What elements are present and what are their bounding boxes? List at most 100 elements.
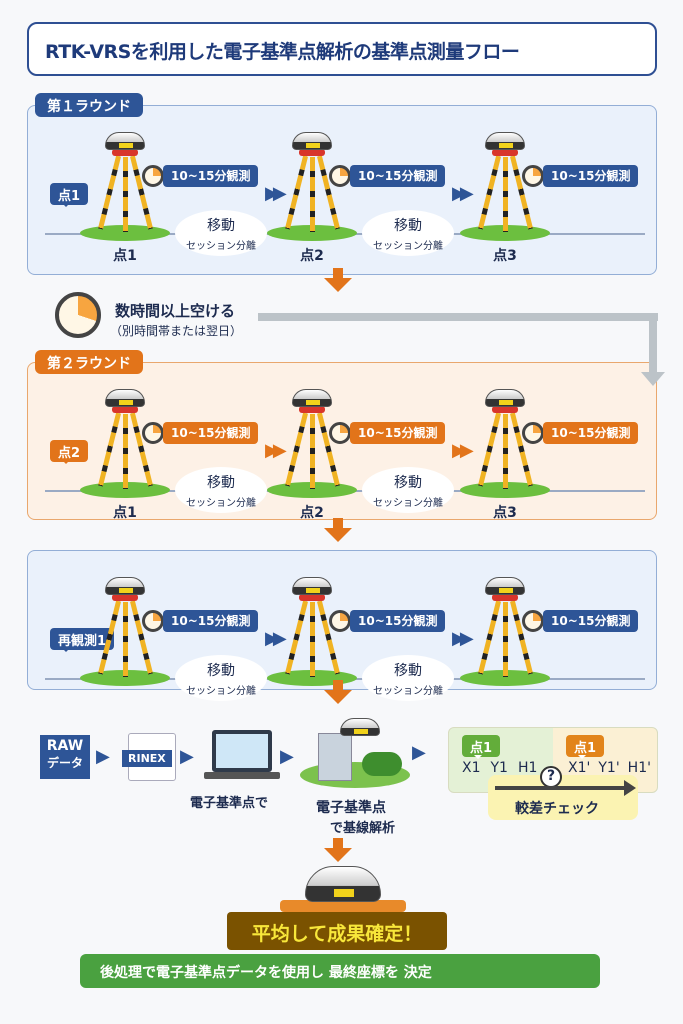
time-badge: 10~15分観測 [350, 422, 446, 444]
stopwatch-icon [142, 422, 164, 444]
tripod-head [492, 406, 518, 413]
point-label: 点2 [300, 248, 324, 264]
move-bubble: 移動セッション分離 [362, 467, 454, 513]
time-badge: 10~15分観測 [350, 610, 446, 632]
interval-text: 数時間以上空ける [115, 302, 236, 320]
tripod-head [299, 406, 325, 413]
question-icon: ? [540, 766, 562, 788]
tripod-head [299, 149, 325, 156]
move-label: 移動 [394, 475, 422, 491]
raw-label: RAW [46, 738, 84, 754]
down-arrow-icon [324, 528, 352, 542]
round-label: 第２ラウンド [35, 350, 143, 374]
session-label: セッション分離 [373, 241, 443, 252]
point-label: 点1 [113, 248, 137, 264]
point-label: 点3 [493, 505, 517, 521]
gnss-antenna-icon [292, 577, 332, 595]
point-label: 点1 [113, 505, 137, 521]
stopwatch-icon [329, 165, 351, 187]
gnss-antenna-icon [485, 389, 525, 407]
stopwatch-icon [522, 610, 544, 632]
arrow-line [495, 786, 625, 790]
stopwatch-icon [329, 422, 351, 444]
time-badge: 10~15分観測 [163, 610, 259, 632]
tripod-head [492, 149, 518, 156]
move-bubble: 移動セッション分離 [175, 655, 267, 701]
laptop-base [204, 772, 280, 779]
point-label: 点2 [300, 505, 324, 521]
clock-icon [55, 292, 101, 338]
bush-icon [362, 752, 402, 776]
arrow-icon: ▶▶ [265, 440, 287, 461]
station-label: 電子基準点 [316, 800, 386, 816]
move-bubble: 移動セッション分離 [175, 210, 267, 256]
tripod-leg [123, 602, 128, 677]
tripod-leg [123, 157, 128, 232]
raw-data-icon: RAW データ [40, 735, 90, 779]
page-title: RTK-VRSを利用した電子基準点解析の基準点測量フロー [27, 22, 657, 76]
gnss-antenna-icon [340, 718, 380, 736]
time-badge: 10~15分観測 [543, 610, 639, 632]
move-bubble: 移動セッション分離 [175, 467, 267, 513]
connector-line [258, 313, 658, 321]
value-y1: Y1 [490, 760, 508, 776]
value-y1-prime: Y1' [598, 760, 620, 776]
gnss-antenna-icon [105, 577, 145, 595]
stopwatch-icon [142, 165, 164, 187]
stopwatch-icon [142, 610, 164, 632]
value-h1: H1 [517, 760, 538, 776]
move-bubble: 移動セッション分離 [362, 655, 454, 701]
laptop-icon [212, 730, 272, 772]
compare-right-tag: 点1 [566, 735, 605, 759]
compare-right-values: X1'Y1'H1' [568, 760, 651, 776]
compare-left-tag: 点1 [462, 735, 501, 759]
time-badge: 10~15分観測 [163, 165, 259, 187]
arrow-icon: ▶ [96, 746, 110, 767]
arrow-icon: ▶ [280, 746, 294, 767]
down-arrow-icon [324, 278, 352, 292]
value-x1: X1 [462, 760, 481, 776]
arrow-icon: ▶ [412, 742, 426, 763]
stopwatch-icon [522, 165, 544, 187]
tripod-leg [503, 414, 508, 489]
time-badge: 10~15分観測 [163, 422, 259, 444]
pc-label: 電子基準点で [190, 796, 269, 811]
down-arrow-icon [324, 848, 352, 862]
interval-subtext: （別時間帯または翌日） [110, 324, 243, 338]
base-plate [280, 900, 406, 912]
raw-label-2: データ [46, 756, 83, 770]
arrow-icon: ▶▶ [452, 440, 474, 461]
gnss-antenna-icon [485, 132, 525, 150]
gnss-antenna-icon [105, 389, 145, 407]
result-footer: 後処理で電子基準点データを使用し 最終座標を 決定 [80, 954, 600, 988]
gnss-antenna-icon [292, 132, 332, 150]
tripod-leg [310, 602, 315, 677]
point-tag: 再観測1 [50, 628, 115, 652]
down-arrow-icon [641, 372, 665, 386]
time-badge: 10~15分観測 [543, 165, 639, 187]
gnss-antenna-icon [292, 389, 332, 407]
tripod-head [112, 406, 138, 413]
gnss-antenna-icon [485, 577, 525, 595]
point-tag: 点2 [50, 440, 89, 464]
arrow-icon: ▶▶ [452, 628, 474, 649]
tripod-leg [310, 414, 315, 489]
session-label: セッション分離 [373, 498, 443, 509]
arrow-icon: ▶ [180, 746, 194, 767]
tripod-head [299, 594, 325, 601]
arrow-icon: ▶▶ [265, 183, 287, 204]
rinex-label: RINEX [122, 750, 172, 767]
down-arrow-icon [324, 690, 352, 704]
tripod-leg [310, 157, 315, 232]
move-label: 移動 [207, 663, 235, 679]
session-label: セッション分離 [186, 498, 256, 509]
arrow-icon [624, 780, 636, 796]
move-bubble: 移動セッション分離 [362, 210, 454, 256]
stopwatch-icon [522, 422, 544, 444]
tripod-leg [503, 157, 508, 232]
compare-left-values: X1 Y1 H1 [462, 760, 537, 776]
tripod-head [492, 594, 518, 601]
value-x1-prime: X1' [568, 760, 591, 776]
round-label: 第１ラウンド [35, 93, 143, 117]
session-label: セッション分離 [186, 686, 256, 697]
